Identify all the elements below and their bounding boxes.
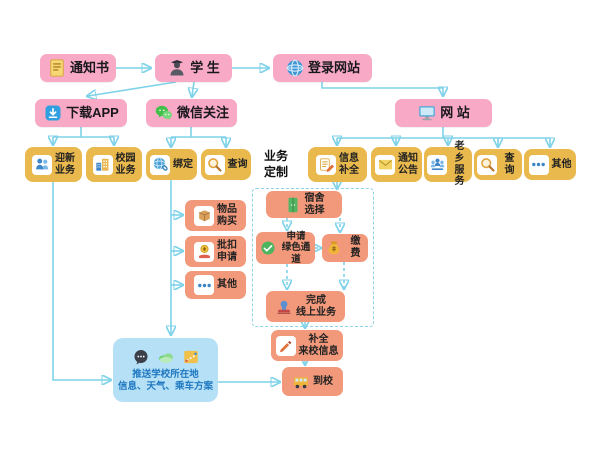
- stamp-icon: [275, 298, 293, 316]
- batch-deduct-label: 批扣 申请: [217, 239, 237, 263]
- node-website: 网 站: [395, 99, 492, 127]
- route-map-icon: [182, 348, 200, 366]
- deduct-icon: [194, 241, 214, 262]
- wechat-other-label: 其他: [217, 279, 237, 291]
- form-edit-icon: [316, 154, 336, 175]
- search-icon: [204, 154, 225, 175]
- node-notice: 通知书: [40, 54, 116, 82]
- people-icon: [32, 154, 52, 175]
- green-channel-label: 申请 绿色通道: [281, 231, 311, 265]
- chat-icon: [132, 348, 150, 366]
- finish-online-label: 完成 线上业务: [296, 294, 336, 318]
- pencil-icon: [275, 335, 296, 356]
- node-goods-purchase: 物品 购买: [185, 200, 246, 231]
- node-website-query: 查询: [474, 149, 522, 180]
- weather-cloud-icon: [157, 348, 175, 366]
- arrival-info-label: 补全 来校信息: [298, 333, 339, 357]
- edge-student-downloadapp: [88, 81, 177, 96]
- node-wechat-other: 其他: [185, 271, 246, 299]
- mail-icon: [375, 154, 395, 175]
- website-label: 网 站: [440, 105, 470, 121]
- node-campus-business: 校园 业务: [86, 147, 142, 182]
- arrive-school-label: 到校: [313, 375, 333, 387]
- bind-globe-icon: [150, 154, 170, 175]
- ellipsis-icon: [194, 275, 214, 295]
- node-student: 学 生: [155, 54, 232, 82]
- student-icon: [167, 58, 187, 78]
- push-info-label: 推送学校所在地 信息、天气、乘车方案: [117, 369, 213, 392]
- node-finish-online: 完成 线上业务: [266, 291, 345, 322]
- app-download-icon: [43, 103, 63, 123]
- business-custom-label: 业务 定制: [263, 149, 288, 179]
- dorm-select-label: 宿舍 选择: [304, 192, 325, 216]
- node-notice-announce: 通知 公告: [371, 147, 422, 182]
- goods-purchase-label: 物品 购买: [217, 203, 237, 227]
- node-hometown-service: 老乡 服务: [424, 141, 472, 187]
- search-icon: [477, 154, 497, 175]
- node-green-channel: 申请 绿色通道: [256, 231, 315, 265]
- welcome-business-label: 迎新 业务: [55, 152, 75, 176]
- campus-business-label: 校园 业务: [115, 152, 136, 176]
- business-custom-group-box: [252, 188, 374, 327]
- group-icon: [427, 154, 447, 175]
- node-website-other: 其他: [524, 149, 576, 180]
- campus-icon: [92, 154, 113, 175]
- node-push-info: 推送学校所在地 信息、天气、乘车方案: [113, 338, 218, 402]
- wardrobe-icon: [284, 196, 302, 214]
- wechat-icon: [154, 103, 174, 123]
- node-arrive-school: 到校: [282, 367, 343, 396]
- node-bind: 绑定: [146, 149, 197, 180]
- website-query-label: 查询: [504, 152, 515, 176]
- wechat-follow-label: 微信关注: [176, 105, 229, 121]
- edge-student-wechat: [192, 81, 194, 96]
- globe-icon: [285, 58, 305, 78]
- hometown-service-label: 老乡 服务: [454, 140, 465, 188]
- node-pay-fee: 缴费: [322, 234, 368, 262]
- edge-login-website: [321, 82, 443, 95]
- website-other-label: 其他: [551, 158, 572, 170]
- pay-fee-label: 缴费: [350, 236, 361, 259]
- green-channel-icon: [259, 239, 277, 257]
- money-bag-icon: [325, 239, 343, 257]
- info-complete-label: 信息 补全: [339, 152, 359, 176]
- node-download-app: 下载APP: [35, 99, 127, 127]
- node-login-site: 登录网站: [273, 54, 372, 82]
- download-app-label: 下载APP: [66, 105, 119, 121]
- node-wechat-follow: 微信关注: [146, 99, 237, 127]
- package-icon: [194, 205, 214, 226]
- notice-label: 通知书: [69, 60, 109, 76]
- monitor-icon: [417, 103, 437, 123]
- node-wechat-query: 查询: [201, 149, 251, 180]
- node-batch-deduct: 批扣 申请: [185, 236, 246, 267]
- push-icons-row: [132, 348, 200, 366]
- wechat-query-label: 查询: [227, 158, 248, 170]
- notice-announce-label: 通知 公告: [398, 152, 418, 176]
- node-welcome-business: 迎新 业务: [25, 147, 82, 182]
- student-label: 学 生: [190, 60, 220, 76]
- school-bus-icon: [292, 373, 310, 391]
- node-dorm-select: 宿舍 选择: [266, 191, 342, 218]
- document-icon: [47, 58, 67, 78]
- bind-label: 绑定: [173, 158, 193, 170]
- login-site-label: 登录网站: [307, 60, 360, 76]
- node-info-complete: 信息 补全: [308, 147, 367, 182]
- ellipsis-icon: [528, 154, 549, 175]
- edge-welcome-push: [52, 182, 110, 380]
- node-arrival-info: 补全 来校信息: [271, 330, 343, 361]
